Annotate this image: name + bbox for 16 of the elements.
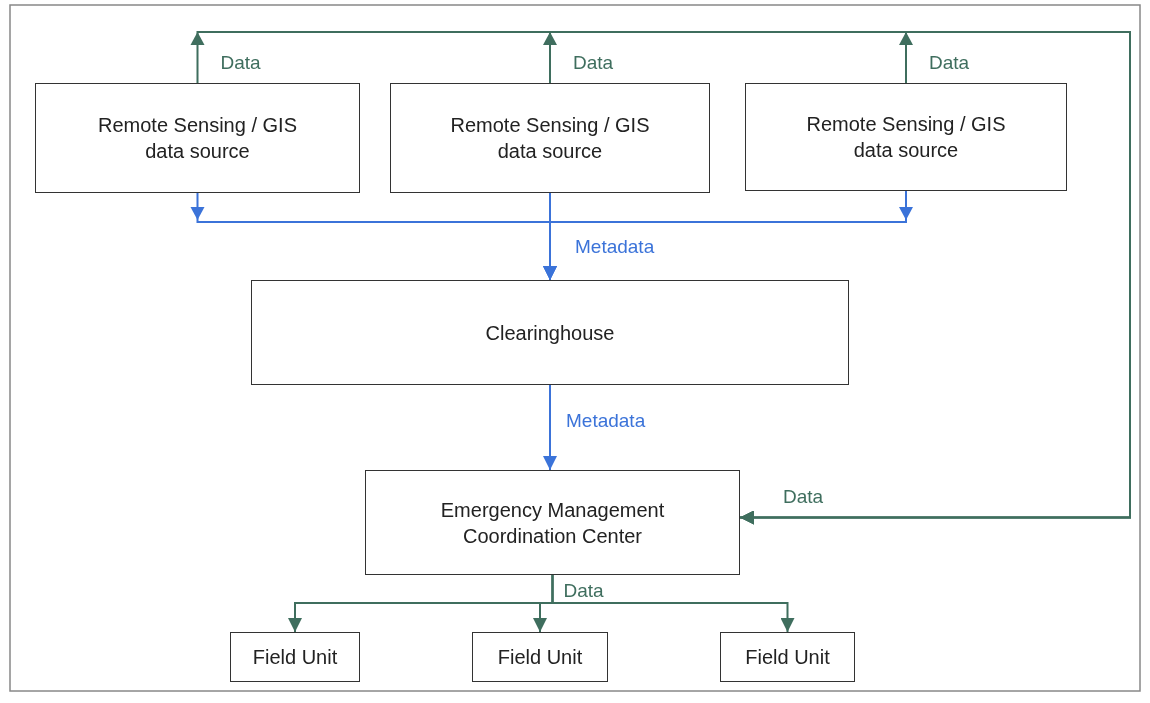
node-label: Field Unit <box>496 645 584 670</box>
node-label: Field Unit <box>251 645 339 670</box>
node-label: Remote Sensing / GIS data source <box>805 112 1007 163</box>
process-box <box>251 280 849 385</box>
node-label: Clearinghouse <box>484 320 616 346</box>
process-box <box>35 83 360 193</box>
node-label: Field Unit <box>744 645 831 670</box>
node-label: Emergency Management Coordination Center <box>439 497 666 549</box>
process-box <box>472 632 608 682</box>
process-box <box>720 632 855 682</box>
node-label: Remote Sensing / GIS data source <box>449 113 651 164</box>
process-box <box>390 83 710 193</box>
process-box <box>230 632 360 682</box>
process-box <box>745 83 1067 191</box>
node-label: Remote Sensing / GIS data source <box>97 113 298 164</box>
process-box <box>365 470 740 575</box>
